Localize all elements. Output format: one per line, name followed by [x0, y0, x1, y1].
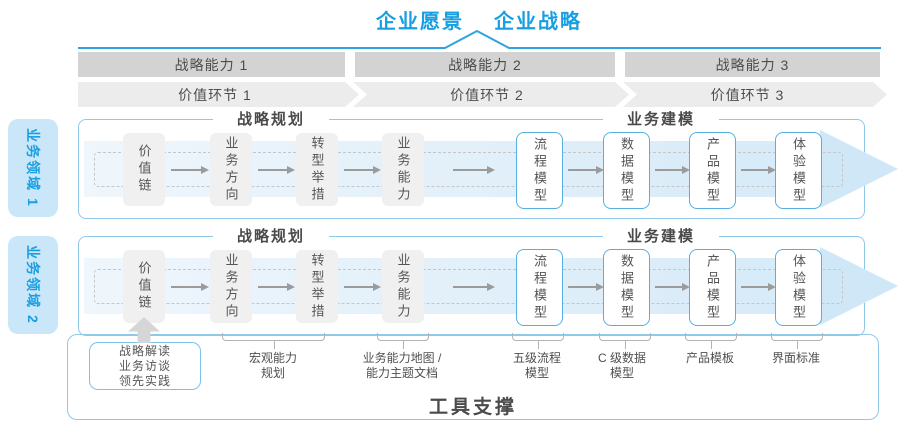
arrow-right-icon: [453, 166, 495, 174]
box-business-capability: 业务能力: [382, 250, 424, 323]
dashed-track: [94, 152, 843, 187]
arrow-right-icon: [655, 166, 690, 174]
arrow-right-icon: [171, 166, 209, 174]
box-business-direction: 业务方向: [210, 133, 252, 206]
strategy-label: 企业战略: [494, 11, 582, 33]
bracket-connector: [222, 333, 325, 349]
value-link-label-1: 价值环节 1: [178, 86, 252, 103]
strategy-inputs-box: 战略解读 业务访谈 领先实践: [89, 342, 201, 390]
business-domain-tab-1: 业务领域 1: [8, 119, 58, 217]
note-process-model-l5: 五级流程 模型: [512, 351, 561, 380]
note-product-template: 产品模板: [685, 351, 734, 365]
box-experience-model: 体验模型: [775, 132, 822, 209]
arrow-right-icon: [741, 166, 776, 174]
tool-support-title: 工具支撑: [428, 397, 517, 418]
dashed-track: [94, 269, 843, 304]
box-experience-model: 体验模型: [775, 249, 822, 326]
box-transformation-initiatives: 转型举措: [296, 250, 338, 323]
strategic-capability-bar-2: 战略能力 2: [355, 52, 615, 77]
value-link-label-2: 价值环节 2: [450, 86, 524, 103]
arrow-right-icon: [344, 283, 381, 291]
strategic-capability-bar-3: 战略能力 3: [625, 52, 880, 77]
capability-label: 战略能力 2: [448, 56, 522, 73]
domain-row-2: 价值链 业务方向 转型举措 业务能力 流程模型 数据模型 产品模型 体验模型 战…: [78, 227, 898, 336]
domain-label: 业务领域 2: [25, 245, 41, 325]
vision-label: 企业愿景: [376, 11, 464, 33]
box-process-model: 流程模型: [516, 132, 563, 209]
domain-label: 业务领域 1: [25, 128, 41, 208]
box-data-model: 数据模型: [603, 249, 650, 326]
arrow-right-icon: [568, 283, 604, 291]
arrow-right-icon: [258, 166, 295, 174]
bracket-connector: [512, 333, 564, 349]
business-domain-tab-2: 业务领域 2: [8, 236, 58, 334]
box-data-model: 数据模型: [603, 132, 650, 209]
arrow-right-icon: [568, 166, 604, 174]
arrow-right-icon: [344, 166, 381, 174]
note-capability-map: 业务能力地图 / 能力主题文档: [362, 351, 442, 380]
value-chain-strip: 价值环节 1 价值环节 2 价值环节 3: [78, 82, 887, 107]
box-process-model: 流程模型: [516, 249, 563, 326]
box-value-chain: 价值链: [123, 133, 165, 206]
value-link-label-3: 价值环节 3: [710, 86, 785, 103]
note-macro-capability: 宏观能力 规划: [248, 351, 297, 380]
arrow-right-icon: [171, 283, 209, 291]
strategic-planning-title: 战略规划: [212, 110, 330, 130]
note-c-level-data-model: C 级数据 模型: [597, 351, 646, 380]
box-business-direction: 业务方向: [210, 250, 252, 323]
box-product-model: 产品模型: [689, 249, 736, 326]
bracket-connector: [377, 333, 429, 349]
bracket-connector: [599, 333, 651, 349]
box-transformation-initiatives: 转型举措: [296, 133, 338, 206]
arrow-right-icon: [655, 283, 690, 291]
strategic-capability-bar-1: 战略能力 1: [78, 52, 345, 77]
domain-row-1: 价值链 业务方向 转型举措 业务能力 流程模型 数据模型 产品模型 体验模型 战…: [78, 110, 898, 219]
strategic-planning-title: 战略规划: [212, 227, 330, 247]
divider-peak-line: [78, 30, 881, 49]
business-modeling-title: 业务建模: [602, 110, 720, 130]
arrow-right-icon: [741, 283, 776, 291]
arrow-right-icon: [453, 283, 495, 291]
business-modeling-title: 业务建模: [602, 227, 720, 247]
box-value-chain: 价值链: [123, 250, 165, 323]
arrow-right-icon: [258, 283, 295, 291]
note-ui-standard: 界面标准: [771, 351, 820, 365]
bracket-connector: [685, 333, 737, 349]
box-business-capability: 业务能力: [382, 133, 424, 206]
capability-label: 战略能力 3: [715, 56, 790, 73]
bracket-connector: [771, 333, 823, 349]
capability-label: 战略能力 1: [174, 56, 249, 73]
box-product-model: 产品模型: [689, 132, 736, 209]
page-title: 企业愿景 企业战略: [24, 5, 910, 34]
